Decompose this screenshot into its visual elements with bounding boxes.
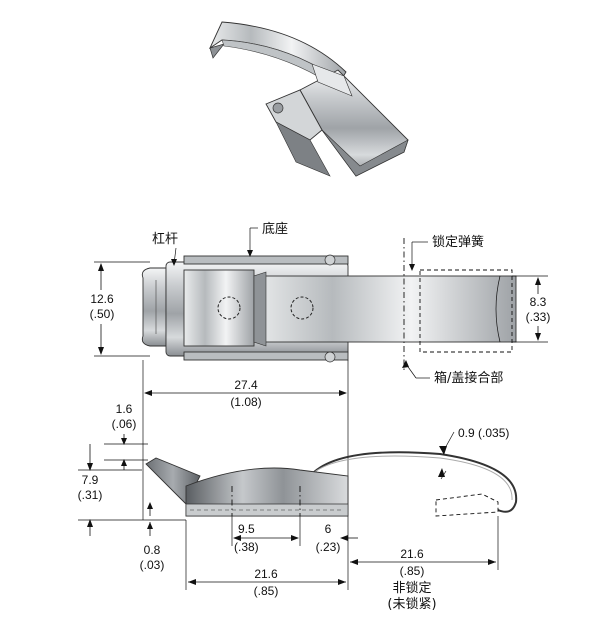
svg-text:(.50): (.50) bbox=[90, 307, 115, 321]
svg-text:(1.08): (1.08) bbox=[230, 395, 261, 409]
latch-photo bbox=[208, 21, 409, 177]
svg-text:(.06): (.06) bbox=[112, 417, 137, 431]
svg-text:9.5: 9.5 bbox=[238, 522, 255, 536]
dim-hole-span: 9.5 (.38) bbox=[231, 516, 301, 554]
dim-keeper: 8.3 (.33) bbox=[512, 275, 555, 343]
dim-hole-edge: 6 (.23) bbox=[316, 522, 358, 554]
label-lever: 杠杆 bbox=[152, 231, 178, 266]
svg-text:(.03): (.03) bbox=[140, 558, 165, 572]
label-lock-spring: 锁定弹簧 bbox=[409, 234, 484, 271]
svg-text:21.6: 21.6 bbox=[400, 547, 424, 561]
label-base: 底座 bbox=[247, 221, 288, 257]
svg-text:27.4: 27.4 bbox=[234, 378, 258, 392]
svg-text:锁定弹簧: 锁定弹簧 bbox=[432, 234, 484, 250]
svg-text:(未锁紧): (未锁紧) bbox=[387, 596, 436, 612]
svg-text:(.38): (.38) bbox=[234, 540, 259, 554]
dim-reach: 21.6 (.85) 非锁定 (未锁紧) bbox=[350, 516, 499, 612]
dim-length: 27.4 (1.08) bbox=[142, 360, 349, 520]
svg-text:杠杆: 杠杆 bbox=[152, 231, 178, 247]
svg-text:8.3: 8.3 bbox=[530, 295, 547, 309]
svg-text:0.9 (.035): 0.9 (.035) bbox=[458, 426, 509, 440]
svg-text:(.85): (.85) bbox=[400, 564, 425, 578]
dim-wire: 0.9 (.035) bbox=[438, 426, 509, 480]
latch-top-view bbox=[141, 238, 517, 372]
svg-text:12.6: 12.6 bbox=[90, 292, 114, 306]
dim-side-height: 7.9 (.31) bbox=[78, 444, 186, 536]
dim-base-thick: 0.8 (.03) bbox=[140, 502, 165, 572]
svg-text:非锁定: 非锁定 bbox=[392, 580, 431, 596]
dim-lever-lift: 1.6 (.06) bbox=[104, 402, 148, 470]
svg-text:(.33): (.33) bbox=[526, 310, 551, 324]
svg-text:1.6: 1.6 bbox=[116, 402, 133, 416]
svg-text:6: 6 bbox=[325, 522, 332, 536]
label-box-cover-joint: 箱/盖接合部 bbox=[402, 360, 503, 386]
svg-text:0.8: 0.8 bbox=[144, 543, 161, 557]
dim-base-length: 21.6 (.85) bbox=[185, 520, 349, 598]
svg-text:(.31): (.31) bbox=[78, 488, 103, 502]
svg-text:21.6: 21.6 bbox=[254, 567, 278, 581]
svg-text:底座: 底座 bbox=[262, 221, 288, 237]
svg-text:箱/盖接合部: 箱/盖接合部 bbox=[434, 370, 503, 386]
svg-text:(.85): (.85) bbox=[254, 584, 279, 598]
svg-text:(.23): (.23) bbox=[316, 540, 341, 554]
dim-height: 12.6 (.50) bbox=[84, 261, 150, 357]
svg-text:7.9: 7.9 bbox=[82, 473, 99, 487]
latch-side-view bbox=[145, 451, 518, 517]
